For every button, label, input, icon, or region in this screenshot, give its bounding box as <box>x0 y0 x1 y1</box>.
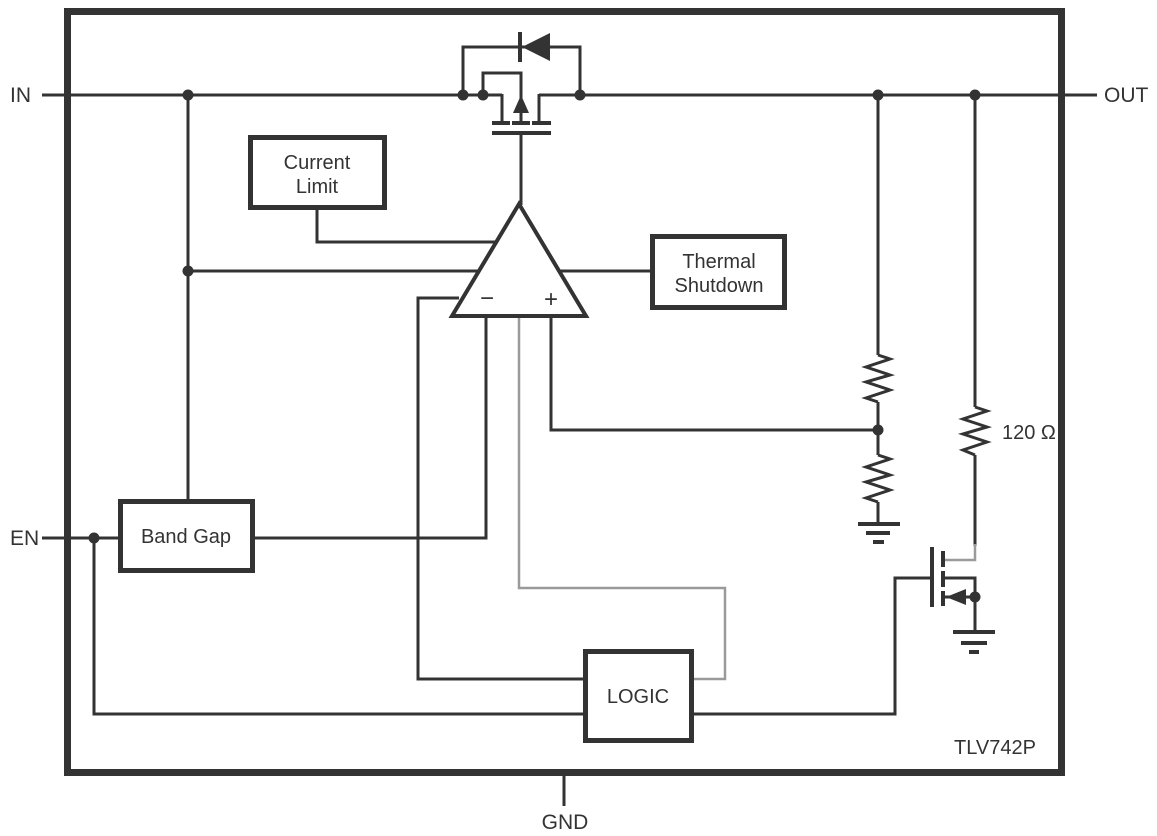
pin-label-gnd: GND <box>542 811 589 834</box>
fb-resistor-top-icon <box>860 353 896 404</box>
feedback-to-plus-input-wire <box>549 316 878 432</box>
part-number-label: TLV742P <box>954 737 1036 759</box>
ic-boundary-box <box>64 8 1065 776</box>
junction-dot <box>182 265 194 277</box>
bandgap-to-minus-input-wire <box>255 316 488 540</box>
thermal-shutdown-block: Thermal Shutdown <box>650 234 787 310</box>
amp-minus-sign: − <box>480 285 494 312</box>
current-limit-block: Current Limit <box>248 135 387 210</box>
fb-resistor-bottom-icon <box>860 453 896 504</box>
junction-dot <box>872 89 884 101</box>
amp-to-logic-gray-wire <box>517 316 727 681</box>
junction-dot <box>88 532 100 544</box>
junction-dot <box>969 591 981 603</box>
resistor-120-icon <box>957 405 993 457</box>
junction-dot <box>574 89 586 101</box>
band-gap-label: Band Gap <box>141 526 231 548</box>
logic-label: LOGIC <box>607 686 669 708</box>
junction-dot <box>182 89 194 101</box>
thermal-shutdown-label-line2: Shutdown <box>675 275 764 297</box>
band-gap-block: Band Gap <box>118 499 255 573</box>
en-to-logic-wire <box>92 538 583 716</box>
resistor-to-fet-drain-gray-wire <box>944 544 977 562</box>
nmos-body-arrow-icon <box>946 589 966 605</box>
body-diode-icon <box>522 33 550 61</box>
pin-label-en: EN <box>10 527 39 550</box>
amp-plus-sign: + <box>544 286 558 313</box>
logic-to-amp-wire <box>416 296 583 681</box>
logic-block: LOGIC <box>583 649 694 743</box>
current-limit-label-line1: Current <box>284 152 351 174</box>
junction-dot <box>457 89 469 101</box>
nmos-source-tie-wire <box>944 576 977 597</box>
logic-to-fet-gate-wire <box>694 576 930 716</box>
bulk-arrow-icon <box>513 95 529 113</box>
junction-dot <box>477 89 489 101</box>
resistor-value-label: 120 Ω <box>1002 422 1056 444</box>
pin-label-out: OUT <box>1104 84 1149 107</box>
junction-dot <box>872 424 884 436</box>
junction-dot <box>969 89 981 101</box>
thermal-shutdown-label-line1: Thermal <box>682 251 755 273</box>
error-amplifier-icon <box>448 200 590 318</box>
current-limit-output-wire <box>315 210 497 244</box>
current-limit-label-line2: Limit <box>296 176 339 198</box>
pin-label-in: IN <box>10 84 31 107</box>
